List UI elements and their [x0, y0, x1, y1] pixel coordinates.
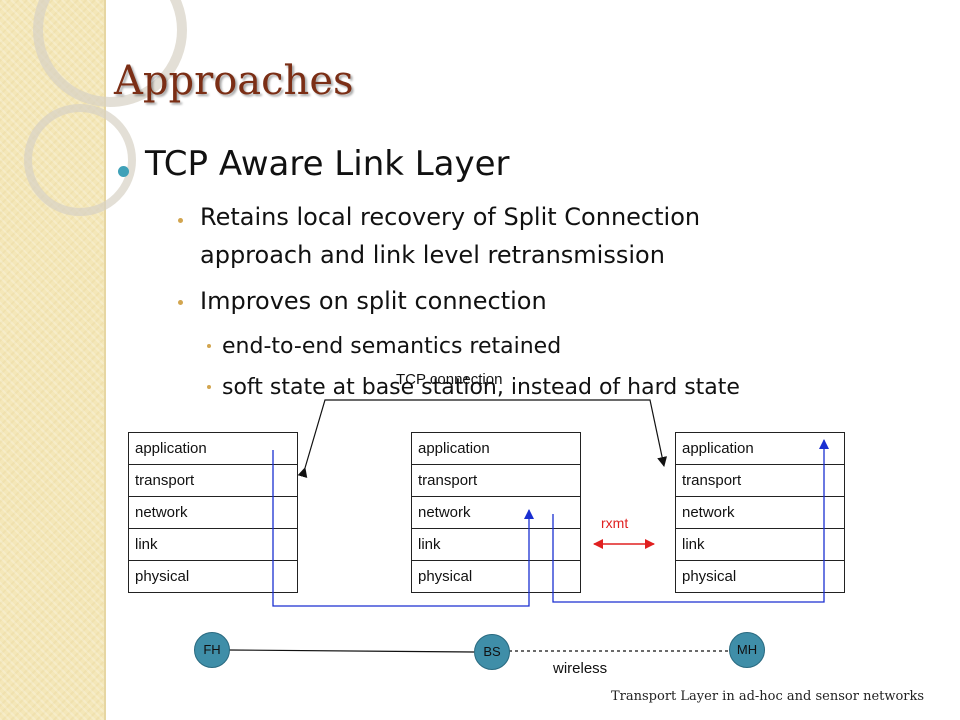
layer-physical: physical	[676, 560, 844, 592]
layer-transport: transport	[129, 464, 297, 496]
sub-bullet-dot	[178, 300, 183, 305]
layer-network: network	[129, 496, 297, 528]
protocol-stack-fh: application transport network link physi…	[128, 432, 298, 593]
bullet-tcp-aware: TCP Aware Link Layer	[145, 144, 510, 184]
sub-bullet-retains-line1: Retains local recovery of Split Connecti…	[200, 203, 701, 231]
bullet-dot	[118, 166, 129, 177]
sub-bullet-dot	[178, 218, 183, 223]
sub-sub-bullet-dot	[207, 385, 211, 389]
layer-network: network	[412, 496, 580, 528]
layer-link: link	[129, 528, 297, 560]
tcp-connection-bracket	[297, 399, 668, 479]
node-fh: FH	[194, 632, 230, 668]
data-path-fh-bs	[272, 450, 534, 607]
layer-physical: physical	[129, 560, 297, 592]
layer-physical: physical	[412, 560, 580, 592]
node-bs: BS	[474, 634, 510, 670]
layer-network: network	[676, 496, 844, 528]
data-path-bs-mh	[552, 439, 829, 603]
layer-transport: transport	[676, 464, 844, 496]
layer-link: link	[676, 528, 844, 560]
sub-bullet-retains-line2: approach and link level retransmission	[200, 241, 665, 269]
protocol-stack-mh: application transport network link physi…	[675, 432, 845, 593]
sub-sub-bullet-dot	[207, 344, 211, 348]
sub-bullet-improves: Improves on split connection	[200, 287, 547, 315]
wireless-label: wireless	[553, 660, 608, 677]
wired-link	[228, 649, 475, 653]
layer-application: application	[682, 440, 754, 457]
tcp-connection-label: TCP connection	[396, 371, 503, 388]
layer-link: link	[412, 528, 580, 560]
slide-title: Approaches	[114, 58, 354, 104]
layer-application: application	[135, 440, 207, 457]
node-mh: MH	[729, 632, 765, 668]
sub-sub-bullet-soft-state: soft state at base station, instead of h…	[222, 375, 740, 400]
layer-application: application	[418, 440, 490, 457]
rxmt-label: rxmt	[601, 515, 629, 531]
band-edge	[104, 0, 106, 720]
sub-sub-bullet-e2e: end-to-end semantics retained	[222, 334, 562, 359]
slide-footer: Transport Layer in ad-hoc and sensor net…	[611, 689, 925, 704]
